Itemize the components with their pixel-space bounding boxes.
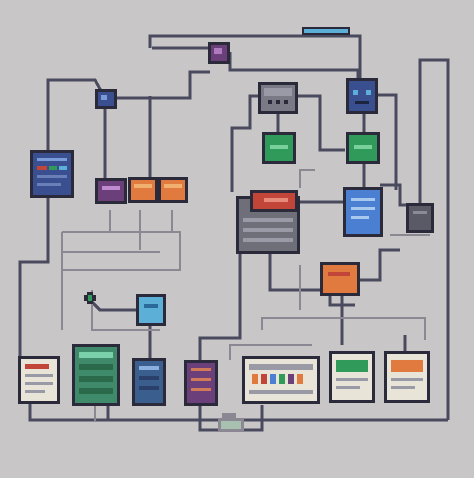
switch-icon[interactable] <box>242 356 320 404</box>
wire <box>357 248 400 282</box>
wire <box>88 298 138 312</box>
junction-icon[interactable] <box>95 89 117 109</box>
cloud-icon[interactable] <box>218 413 244 432</box>
router-icon[interactable] <box>258 82 298 114</box>
chip-icon[interactable] <box>158 177 188 203</box>
screen-icon[interactable] <box>384 351 430 403</box>
wire <box>299 169 315 188</box>
wire <box>116 70 210 100</box>
wire <box>198 250 242 362</box>
wire <box>228 52 360 85</box>
wire <box>376 93 398 190</box>
document-icon[interactable] <box>343 187 383 237</box>
wire <box>62 231 181 271</box>
chip-icon[interactable] <box>262 132 296 164</box>
document-icon[interactable] <box>18 356 60 404</box>
diamond-icon[interactable] <box>84 292 96 304</box>
wire <box>18 198 50 360</box>
server-icon[interactable] <box>132 358 166 406</box>
screen-icon[interactable] <box>329 351 375 403</box>
wire <box>148 34 362 90</box>
wire <box>295 94 345 152</box>
box-icon[interactable] <box>406 203 434 233</box>
wire <box>230 94 262 192</box>
chip-icon[interactable] <box>128 177 158 203</box>
status-bar-icon <box>302 27 350 35</box>
server-icon[interactable] <box>184 360 218 406</box>
wire <box>380 183 408 207</box>
wire <box>261 317 426 340</box>
junction-icon[interactable] <box>208 42 230 64</box>
printer-icon[interactable] <box>236 190 300 254</box>
wire <box>418 58 450 420</box>
chip-icon[interactable] <box>346 132 380 164</box>
chip-icon[interactable] <box>136 294 166 326</box>
chip-icon[interactable] <box>95 178 127 204</box>
server-icon[interactable] <box>72 344 120 406</box>
monitor-icon[interactable] <box>30 150 74 198</box>
panel-icon[interactable] <box>320 262 360 296</box>
wire <box>229 344 312 360</box>
robot-icon[interactable] <box>346 78 378 114</box>
